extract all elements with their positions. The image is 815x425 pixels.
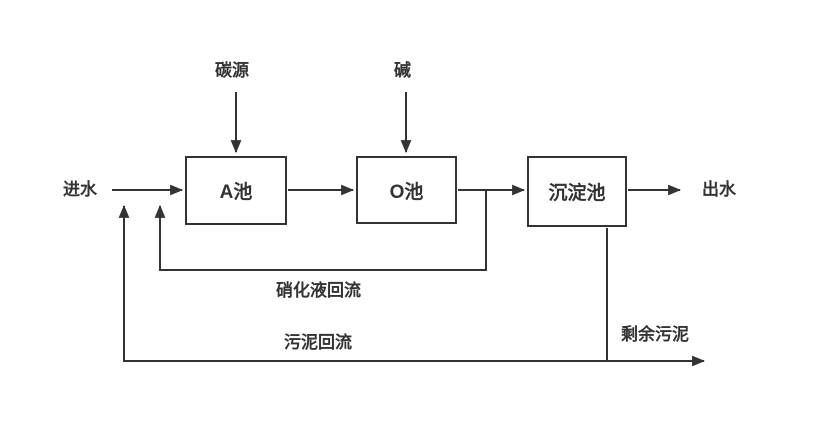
nitrified-liquid-return-label: 硝化液回流	[276, 281, 361, 300]
sludge-return-label: 污泥回流	[284, 333, 352, 352]
tank-o-box: O池	[356, 156, 457, 224]
tank-a-box: A池	[185, 156, 287, 225]
sedimentation-tank-box: 沉淀池	[527, 156, 627, 227]
excess-sludge-label: 剩余污泥	[621, 325, 689, 344]
nitrified-liquid-return-arrow	[154, 191, 487, 271]
influent-label: 进水	[63, 180, 97, 199]
tank-o-label: O池	[389, 181, 424, 203]
tank-a-label: A池	[219, 182, 253, 203]
sedimentation-tank-label: 沉淀池	[548, 183, 606, 204]
alkali-label: 碱	[394, 61, 411, 80]
sludge-return-arrow	[118, 204, 607, 362]
effluent-label: 出水	[702, 180, 736, 199]
carbon-source-label: 碳源	[215, 61, 249, 80]
